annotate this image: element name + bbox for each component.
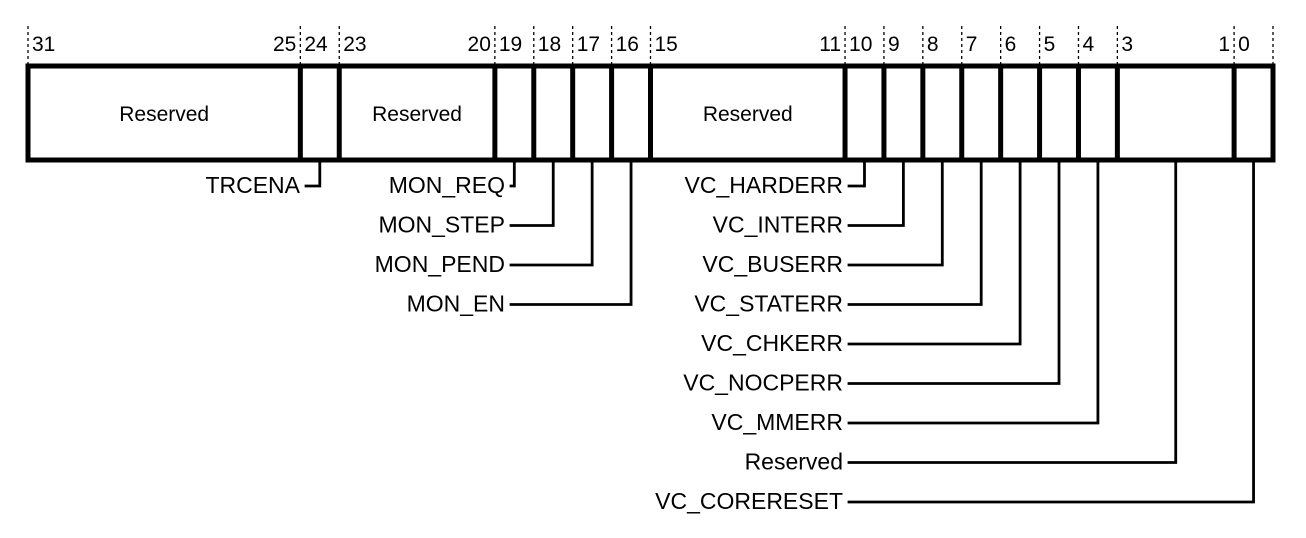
bit-number-3: 3: [1121, 33, 1133, 56]
callout-mon-step: MON_STEP: [378, 212, 505, 238]
bit-number-19: 19: [499, 33, 522, 56]
bit-number-10: 10: [849, 33, 872, 56]
bit-number-20: 20: [468, 33, 491, 56]
callout-vc-mmerr-leader: [847, 158, 1100, 425]
callout-vc-buserr-leader: [847, 158, 944, 267]
bit-number-1: 1: [1218, 33, 1230, 56]
callout-mon-pend: MON_PEND: [375, 251, 505, 277]
callout-mon-step-leader: [509, 158, 555, 227]
bit-number-18: 18: [538, 33, 561, 56]
callout-vc-interr-leader: [847, 158, 905, 227]
bit-number-6: 6: [1005, 33, 1017, 56]
bit-number-5: 5: [1044, 33, 1056, 56]
bit-number-25: 25: [273, 33, 296, 56]
callout-vc-corereset: VC_CORERESET: [655, 488, 843, 514]
callout-vc-corereset-leader: [847, 158, 1255, 504]
callout-mon-req: MON_REQ: [389, 172, 505, 198]
callout-vc-staterr: VC_STATERR: [694, 291, 843, 317]
callout-vc-chkerr-leader: [847, 158, 1022, 346]
bit-number-0: 0: [1238, 33, 1250, 56]
bit-number-8: 8: [927, 33, 939, 56]
callout-mon-pend-leader: [509, 158, 594, 267]
callout-vc-harderr: VC_HARDERR: [685, 172, 843, 198]
bit-number-17: 17: [577, 33, 600, 56]
callout-vc-chkerr: VC_CHKERR: [701, 330, 843, 356]
bit-number-4: 4: [1082, 33, 1094, 56]
callout-reserved-3-1: Reserved: [745, 449, 843, 475]
callout-vc-nocperr: VC_NOCPERR: [683, 370, 843, 396]
callout-vc-mmerr: VC_MMERR: [711, 409, 843, 435]
field-label-reserved-31-25: Reserved: [119, 103, 209, 126]
bit-number-31: 31: [32, 33, 55, 56]
bit-number-11: 11: [819, 33, 841, 56]
bit-number-15: 15: [655, 33, 678, 56]
bit-number-23: 23: [343, 33, 366, 56]
bit-number-7: 7: [966, 33, 978, 56]
bit-number-9: 9: [888, 33, 900, 56]
callout-vc-buserr: VC_BUSERR: [702, 251, 843, 277]
callout-trcena: TRCENA: [205, 172, 300, 198]
callout-reserved-3-1-leader: [847, 158, 1178, 464]
callout-mon-req-leader: [509, 158, 516, 188]
callout-vc-interr: VC_INTERR: [713, 212, 843, 238]
bit-number-16: 16: [616, 33, 639, 56]
field-label-reserved-15-11: Reserved: [703, 103, 793, 126]
callout-vc-nocperr-leader: [847, 158, 1061, 385]
callout-mon-en-leader: [509, 158, 633, 306]
callout-vc-harderr-leader: [847, 158, 866, 188]
callout-vc-staterr-leader: [847, 158, 983, 306]
bit-number-24: 24: [304, 33, 328, 56]
callout-mon-en: MON_EN: [407, 291, 505, 317]
callout-trcena-leader: [304, 158, 322, 188]
field-label-reserved-23-20: Reserved: [372, 103, 462, 126]
